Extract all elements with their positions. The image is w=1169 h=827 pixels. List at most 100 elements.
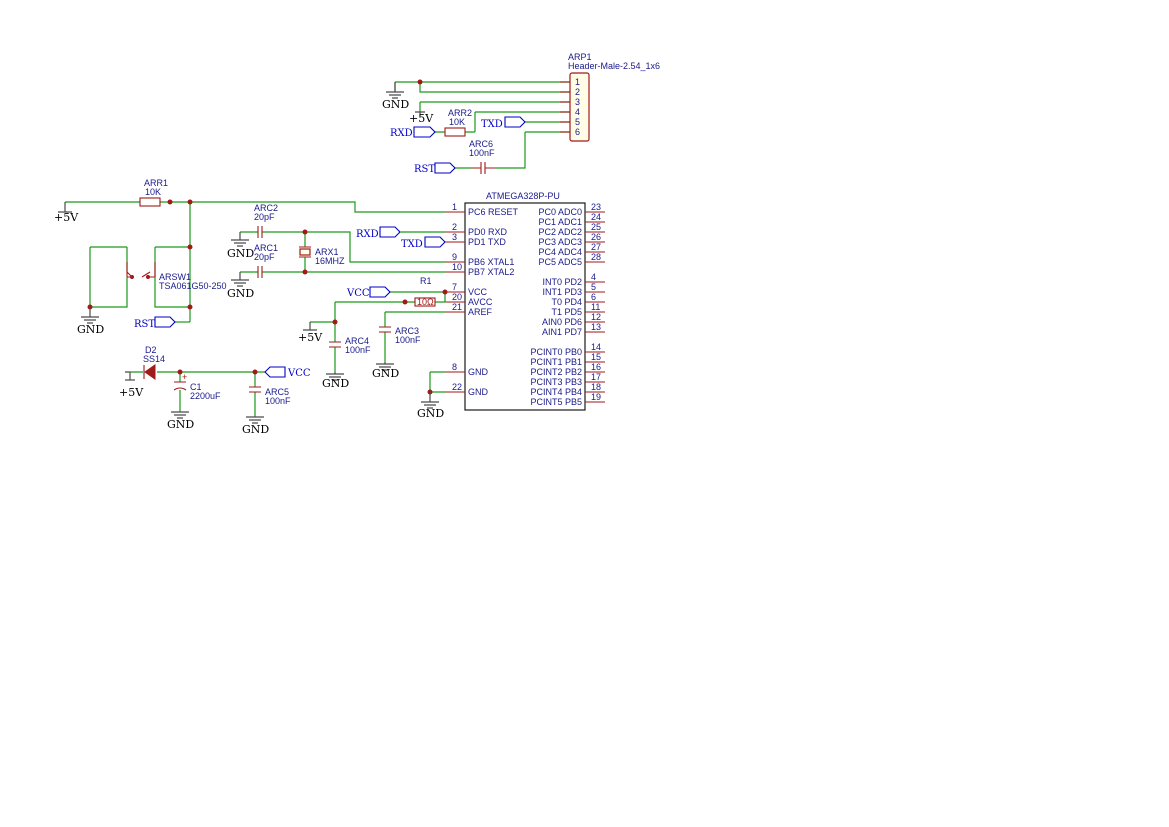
- arsw1-value: TSA061G50-250: [159, 281, 227, 291]
- mcu-pin-name: PC0 ADC0: [538, 207, 582, 217]
- header-body: [569, 72, 590, 142]
- mcu-pin-number: 27: [591, 242, 601, 252]
- mcu-pin-number: 5: [591, 282, 596, 292]
- mcu-pin-number: 13: [591, 322, 601, 332]
- mcu-pin-number: 22: [452, 382, 462, 392]
- mcu-pin-number: 9: [452, 252, 457, 262]
- capacitor-arc6[interactable]: ARC6 100nF: [469, 139, 495, 174]
- plus5v-label: +5V: [409, 112, 434, 125]
- rst-text: RST: [134, 319, 155, 330]
- mcu-pin-number: 8: [452, 362, 457, 372]
- vcc-net-label-power[interactable]: VCC: [264, 366, 311, 379]
- mcu-pin-number: 28: [591, 252, 601, 262]
- header-pin-5: 5: [575, 117, 580, 127]
- gnd-symbol-mcu: GND: [417, 392, 444, 420]
- arr1-value: 10K: [145, 187, 161, 197]
- header-arp1[interactable]: ARP1 Header-Male-2.54_1x6 1 2 3 4 5 6: [568, 52, 660, 142]
- gnd-label: GND: [372, 367, 399, 380]
- mcu-pin-number: 17: [591, 372, 601, 382]
- mcu-pin-number: 18: [591, 382, 601, 392]
- arc6-value: 100nF: [469, 148, 495, 158]
- gnd-symbol-arc5: GND: [242, 416, 269, 436]
- c1-ref: C1: [190, 382, 202, 392]
- gnd-label: GND: [322, 377, 349, 390]
- capacitor-arc3[interactable]: ARC3 100nF: [379, 326, 421, 345]
- mcu-pin-number: 1: [452, 202, 457, 212]
- mcu-pin-name: AVCC: [468, 297, 493, 307]
- mcu-pin-number: 25: [591, 222, 601, 232]
- crystal-arx1[interactable]: ARX1 16MHZ: [299, 246, 345, 266]
- rxd-net-label-mcu[interactable]: RXD: [356, 226, 445, 240]
- txd-text: TXD: [401, 239, 423, 250]
- rxd-net-label-header[interactable]: RXD: [390, 126, 436, 139]
- input-power-wires: [130, 369, 285, 417]
- capacitor-arc4[interactable]: ARC4 100nF: [329, 336, 371, 355]
- mcu-pin-number: 11: [591, 302, 600, 312]
- arc5-value: 100nF: [265, 396, 291, 406]
- resistor-arr1[interactable]: ARR1 10K: [139, 178, 168, 207]
- mcu-pin-number: 23: [591, 202, 601, 212]
- txd-net-label-header[interactable]: TXD: [481, 116, 526, 130]
- vcc-text: VCC: [287, 368, 311, 379]
- header-pin-2: 2: [575, 87, 580, 97]
- arr2-ref: ARR2: [448, 108, 472, 118]
- txd-net-label-mcu[interactable]: TXD: [401, 236, 446, 250]
- resistor-r1[interactable]: R1 10Ω: [414, 276, 436, 307]
- header-pin-4: 4: [575, 107, 580, 117]
- diode-d2[interactable]: D2 SS14: [143, 345, 165, 380]
- plus5v-symbol-reset: +5V: [54, 202, 79, 224]
- capacitor-arc2[interactable]: ARC2 20pF: [254, 203, 278, 238]
- plus5v-label: +5V: [54, 211, 79, 224]
- capacitor-arc5[interactable]: ARC5 100nF: [249, 386, 291, 406]
- arc3-ref: ARC3: [395, 326, 419, 336]
- arc6-ref: ARC6: [469, 139, 493, 149]
- power-wires: [310, 289, 448, 395]
- gnd-label: GND: [382, 98, 409, 111]
- capacitor-c1[interactable]: + C1 2200uF: [173, 372, 221, 401]
- arx1-ref: ARX1: [315, 247, 339, 257]
- rst-net-label-switch[interactable]: RST: [134, 316, 176, 330]
- mcu-pin-name: PD0 RXD: [468, 227, 508, 237]
- gnd-label: GND: [227, 287, 254, 300]
- gnd-symbol-arc4: GND: [322, 372, 349, 390]
- capacitor-arc1[interactable]: ARC1 20pF: [254, 243, 278, 278]
- header-ref: ARP1: [568, 52, 592, 62]
- resistor-arr2[interactable]: ARR2 10K: [444, 108, 472, 137]
- mcu-pin-name: INT0 PD2: [542, 277, 582, 287]
- gnd-label: GND: [242, 423, 269, 436]
- mcu-body: [464, 202, 586, 411]
- mcu-name: ATMEGA328P-PU: [486, 191, 560, 201]
- mcu-pin-name: PC3 ADC3: [538, 237, 582, 247]
- r1-value: 10Ω: [417, 297, 434, 307]
- header-value: Header-Male-2.54_1x6: [568, 61, 660, 71]
- gnd-symbol-switch: GND: [77, 307, 104, 336]
- mcu-atmega328p[interactable]: ATMEGA328P-PU: [464, 191, 586, 411]
- mcu-pin-name: T0 PD4: [551, 297, 582, 307]
- rst-net-label-header[interactable]: RST: [414, 162, 456, 175]
- gnd-symbol-arc3: GND: [372, 362, 399, 380]
- mcu-pin-number: 21: [452, 302, 462, 312]
- vcc-net-label-mcu[interactable]: VCC: [346, 286, 391, 299]
- switch-arsw1[interactable]: ARSW1 TSA061G50-250: [126, 262, 227, 291]
- mcu-pin-name: PCINT2 PB2: [530, 367, 582, 377]
- header-pin-3: 3: [575, 97, 580, 107]
- mcu-pin-number: 20: [452, 292, 462, 302]
- mcu-pin-number: 4: [591, 272, 596, 282]
- rst-text: RST: [414, 164, 435, 175]
- arc2-value: 20pF: [254, 212, 275, 222]
- mcu-pin-number: 12: [591, 312, 601, 322]
- mcu-pin-number: 10: [452, 262, 462, 272]
